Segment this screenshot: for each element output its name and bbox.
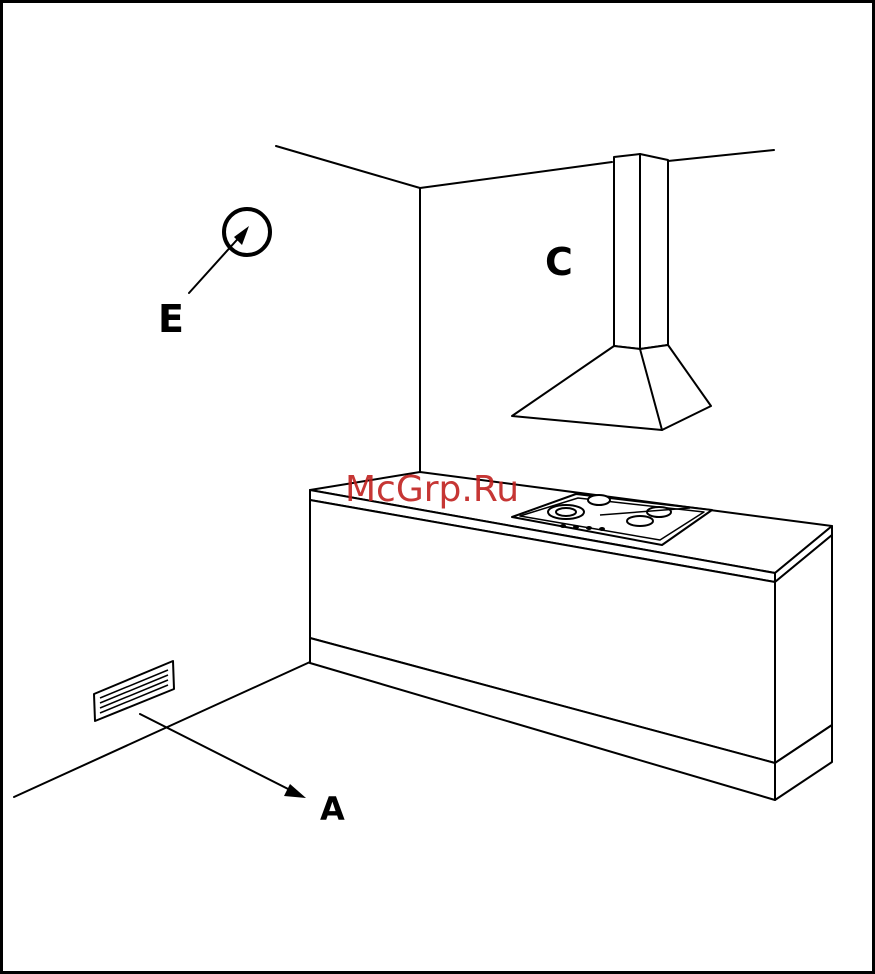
wall-vent-e	[189, 209, 270, 293]
kitchen-counter	[310, 472, 832, 800]
burner-rear-right	[647, 507, 671, 517]
kitchen-installation-diagram: A C E McGrp.Ru	[3, 3, 872, 971]
ceiling-edge-left	[276, 146, 420, 188]
label-c: C	[545, 240, 573, 284]
ceiling-edge-far-right	[668, 150, 774, 161]
vent-circle	[224, 209, 270, 255]
control-knob-1	[560, 524, 566, 528]
ceiling-edge-right	[420, 162, 612, 188]
watermark-text: McGrp.Ru	[345, 469, 519, 510]
arrow-a-line	[140, 714, 300, 795]
hood-canopy	[512, 345, 711, 430]
arrow-a-head	[284, 784, 306, 798]
arrow-e-head	[234, 226, 249, 245]
control-knob-3	[586, 526, 592, 530]
burner-rear-left	[588, 495, 610, 505]
control-knob-4	[599, 527, 605, 531]
floor-vent-a	[94, 661, 306, 798]
burner-large-cap	[556, 508, 576, 516]
burner-front-right	[627, 516, 653, 526]
control-knob-2	[573, 525, 579, 529]
chimney-hood-c	[512, 154, 711, 430]
arrow-e-line	[189, 232, 244, 293]
label-e: E	[158, 297, 184, 341]
label-a: A	[320, 790, 345, 828]
grille-frame	[94, 661, 174, 721]
